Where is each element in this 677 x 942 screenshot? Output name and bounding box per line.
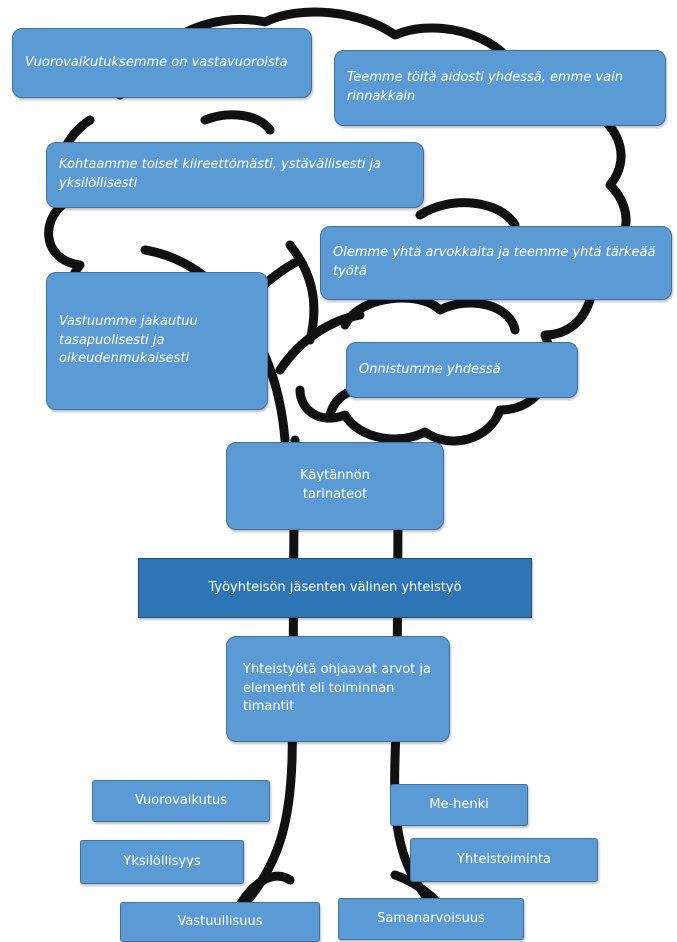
values-text: Yhteistyötä ohjaavat arvot ja elementit …	[243, 661, 431, 715]
root-box-team-spirit: Me-henki	[390, 784, 528, 826]
value-text: Teemme töitä aidosti yhdessä, emme vain …	[347, 70, 623, 104]
value-box-encounter: Kohtaamme toiset kiireettömästi, ystäväl…	[46, 142, 424, 208]
root-box-interaction: Vuorovaikutus	[92, 780, 270, 822]
value-box-equal-worth: Olemme yhtä arvokkaita ja teemme yhtä tä…	[320, 226, 672, 300]
values-box: Yhteistyötä ohjaavat arvot ja elementit …	[226, 636, 450, 742]
value-text: Vastuumme jakautuu tasapuolisesti ja oik…	[59, 313, 198, 367]
practice-box: Käytännön tarinateot	[226, 442, 444, 530]
value-box-interaction: Vuorovaikutuksemme on vastavuoroista	[12, 28, 312, 98]
root-box-individuality: Yksilöllisyys	[80, 840, 244, 884]
root-label: Vastuullisuus	[177, 913, 263, 929]
practice-text: Käytännön tarinateot	[300, 468, 370, 502]
value-box-responsibility: Vastuumme jakautuu tasapuolisesti ja oik…	[46, 272, 268, 410]
value-text: Onnistumme yhdessä	[359, 361, 501, 377]
root-label: Vuorovaikutus	[135, 792, 227, 808]
cooperation-box: Työyhteisön jäsenten välinen yhteistyö	[138, 558, 532, 618]
value-box-succeed: Onnistumme yhdessä	[346, 342, 578, 398]
root-label: Me-henki	[429, 796, 489, 812]
value-text: Olemme yhtä arvokkaita ja teemme yhtä tä…	[333, 245, 656, 279]
root-box-accountability: Vastuullisuus	[120, 902, 320, 942]
root-box-collaboration: Yhteistoiminta	[410, 838, 598, 882]
value-box-together: Teemme töitä aidosti yhdessä, emme vain …	[334, 50, 666, 126]
value-text: Kohtaamme toiset kiireettömästi, ystäväl…	[59, 157, 382, 191]
root-box-equality: Samanarvoisuus	[338, 898, 524, 940]
root-label: Yhteistoiminta	[457, 851, 551, 867]
value-text: Vuorovaikutuksemme on vastavuoroista	[25, 54, 288, 70]
root-label: Samanarvoisuus	[377, 910, 485, 926]
root-label: Yksilöllisyys	[123, 853, 201, 869]
cooperation-text: Työyhteisön jäsenten välinen yhteistyö	[208, 579, 462, 595]
tree-roots	[235, 870, 440, 910]
